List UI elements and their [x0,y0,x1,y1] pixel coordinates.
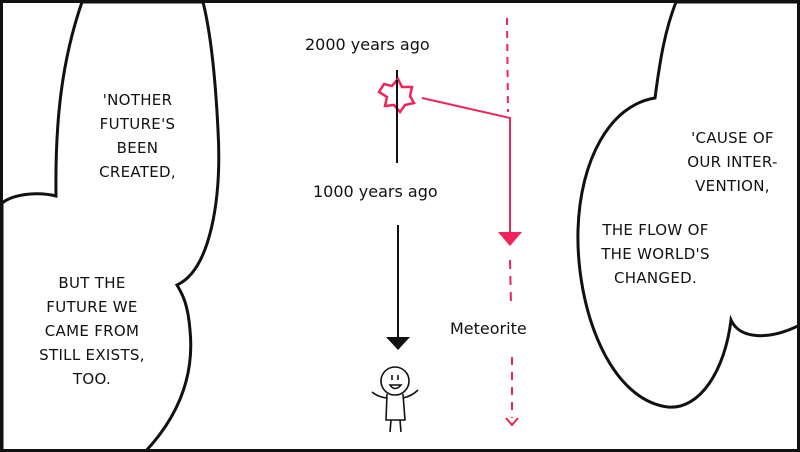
label-1000-years-ago: 1000 years ago [313,182,438,201]
bubble-text-left-bottom: BUT THE FUTURE WE CAME FROM STILL EXISTS… [39,274,145,388]
dashed-chevron-icon [505,417,519,427]
original-timeline-dashed [506,17,509,113]
bubble-text-right-top: 'CAUSE OF OUR INTER- VENTION, [687,129,778,195]
changed-timeline-branch [421,97,511,232]
bubble-text-right-bottom: THE FLOW OF THE WORLD'S CHANGED. [601,221,710,287]
label-2000-years-ago: 2000 years ago [305,35,430,54]
right-speech-bubble [576,0,800,409]
stick-figure [371,366,419,433]
changed-timeline-arrowhead [498,232,522,246]
left-speech-bubble [0,0,221,452]
timeline-arrowhead [386,337,410,350]
bubble-text-left-top: 'NOTHER FUTURE'S BEEN CREATED, [99,91,176,181]
label-meteorite: Meteorite [450,319,527,338]
